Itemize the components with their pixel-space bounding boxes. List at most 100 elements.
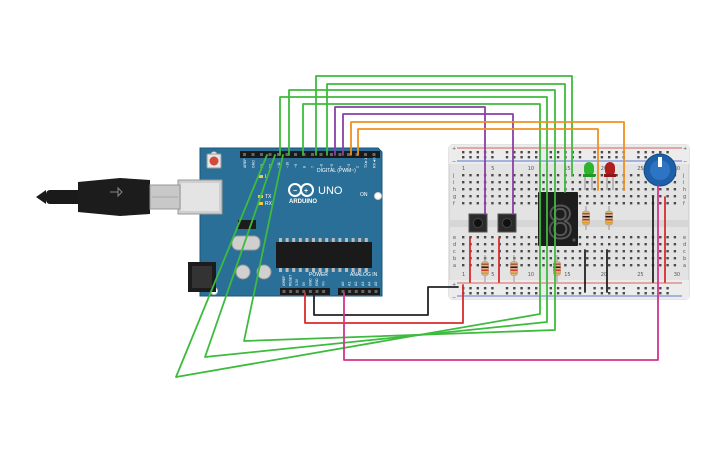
breadboard-hole[interactable] [520, 188, 523, 191]
breadboard-hole[interactable] [637, 188, 640, 191]
breadboard-hole[interactable] [505, 202, 509, 205]
breadboard-hole[interactable] [462, 202, 465, 205]
breadboard-hole[interactable] [527, 188, 531, 191]
rail-hole[interactable] [571, 287, 574, 290]
rail-hole[interactable] [527, 156, 531, 159]
wire-black-gnd[interactable] [313, 286, 459, 316]
rail-hole[interactable] [615, 292, 618, 295]
header-pin[interactable] [348, 290, 352, 293]
rail-hole[interactable] [513, 156, 516, 159]
rail-hole[interactable] [593, 156, 596, 159]
breadboard-hole[interactable] [505, 257, 509, 260]
breadboard-hole[interactable] [629, 264, 633, 267]
breadboard-hole[interactable] [600, 264, 604, 267]
breadboard-hole[interactable] [491, 202, 494, 205]
breadboard-hole[interactable] [564, 257, 567, 260]
breadboard-hole[interactable] [615, 243, 618, 246]
rail-hole[interactable] [564, 292, 567, 295]
rail-hole[interactable] [608, 292, 611, 295]
rail-hole[interactable] [578, 156, 582, 159]
wire-pink-a0[interactable] [343, 185, 659, 361]
breadboard-hole[interactable] [535, 174, 538, 177]
breadboard-hole[interactable] [622, 236, 625, 239]
breadboard-hole[interactable] [637, 243, 640, 246]
breadboard-hole[interactable] [505, 188, 509, 191]
wire-green-b[interactable] [204, 96, 548, 358]
header-pin[interactable] [302, 153, 306, 156]
breadboard-hole[interactable] [549, 264, 552, 267]
breadboard-hole[interactable] [593, 195, 596, 198]
breadboard-hole[interactable] [498, 195, 501, 198]
breadboard-hole[interactable] [673, 243, 677, 246]
breadboard-hole[interactable] [535, 188, 538, 191]
breadboard-hole[interactable] [542, 188, 545, 191]
breadboard-hole[interactable] [622, 195, 625, 198]
pushbutton-icon[interactable] [497, 213, 517, 233]
breadboard-hole[interactable] [520, 195, 523, 198]
breadboard-hole[interactable] [608, 243, 611, 246]
reset-button-icon[interactable] [206, 153, 222, 169]
rail-hole[interactable] [527, 151, 531, 154]
breadboard-hole[interactable] [644, 264, 647, 267]
breadboard-hole[interactable] [491, 188, 494, 191]
breadboard-hole[interactable] [462, 250, 465, 253]
breadboard-hole[interactable] [651, 188, 655, 191]
breadboard-hole[interactable] [513, 202, 516, 205]
breadboard-hole[interactable] [593, 236, 596, 239]
breadboard-hole[interactable] [476, 202, 479, 205]
breadboard-hole[interactable] [535, 257, 538, 260]
rail-hole[interactable] [491, 151, 494, 154]
rail-hole[interactable] [556, 151, 560, 154]
breadboard-hole[interactable] [469, 236, 472, 239]
breadboard-hole[interactable] [498, 236, 501, 239]
pushbutton-icon[interactable] [468, 213, 488, 233]
rail-hole[interactable] [549, 156, 552, 159]
breadboard-hole[interactable] [527, 181, 531, 184]
header-pin[interactable] [322, 290, 326, 293]
breadboard-hole[interactable] [593, 243, 596, 246]
breadboard-hole[interactable] [659, 243, 662, 246]
header-pin[interactable] [251, 153, 255, 156]
breadboard-hole[interactable] [520, 264, 523, 267]
breadboard-hole[interactable] [673, 264, 677, 267]
breadboard-hole[interactable] [469, 202, 472, 205]
breadboard-hole[interactable] [462, 257, 465, 260]
rail-hole[interactable] [476, 287, 479, 290]
wire-purple-button-1[interactable] [334, 106, 486, 215]
breadboard-hole[interactable] [608, 195, 611, 198]
header-pin[interactable] [277, 153, 280, 156]
breadboard-hole[interactable] [666, 236, 669, 239]
breadboard-hole[interactable] [586, 188, 589, 191]
rail-hole[interactable] [527, 292, 531, 295]
rail-hole[interactable] [556, 292, 560, 295]
breadboard-hole[interactable] [476, 250, 479, 253]
rail-hole[interactable] [651, 292, 655, 295]
breadboard-hole[interactable] [622, 264, 625, 267]
breadboard-hole[interactable] [462, 264, 465, 267]
breadboard-hole[interactable] [615, 236, 618, 239]
header-pin[interactable] [289, 290, 293, 293]
breadboard-hole[interactable] [659, 188, 662, 191]
breadboard-hole[interactable] [491, 236, 494, 239]
breadboard-hole[interactable] [629, 236, 633, 239]
breadboard-hole[interactable] [608, 181, 611, 184]
breadboard-hole[interactable] [491, 195, 494, 198]
rail-hole[interactable] [593, 292, 596, 295]
breadboard-hole[interactable] [615, 181, 618, 184]
rail-hole[interactable] [535, 292, 538, 295]
breadboard-hole[interactable] [476, 195, 479, 198]
breadboard-hole[interactable] [491, 264, 494, 267]
breadboard-hole[interactable] [666, 264, 669, 267]
header-pin[interactable] [330, 153, 333, 156]
breadboard-hole[interactable] [629, 250, 633, 253]
header-pin[interactable] [260, 153, 263, 156]
breadboard-hole[interactable] [600, 181, 604, 184]
breadboard-hole[interactable] [608, 188, 611, 191]
breadboard-hole[interactable] [513, 181, 516, 184]
breadboard-hole[interactable] [659, 257, 662, 260]
breadboard-hole[interactable] [542, 257, 545, 260]
breadboard-hole[interactable] [483, 236, 487, 239]
breadboard-hole[interactable] [549, 181, 552, 184]
rail-hole[interactable] [462, 151, 465, 154]
header-pin[interactable] [338, 153, 342, 156]
